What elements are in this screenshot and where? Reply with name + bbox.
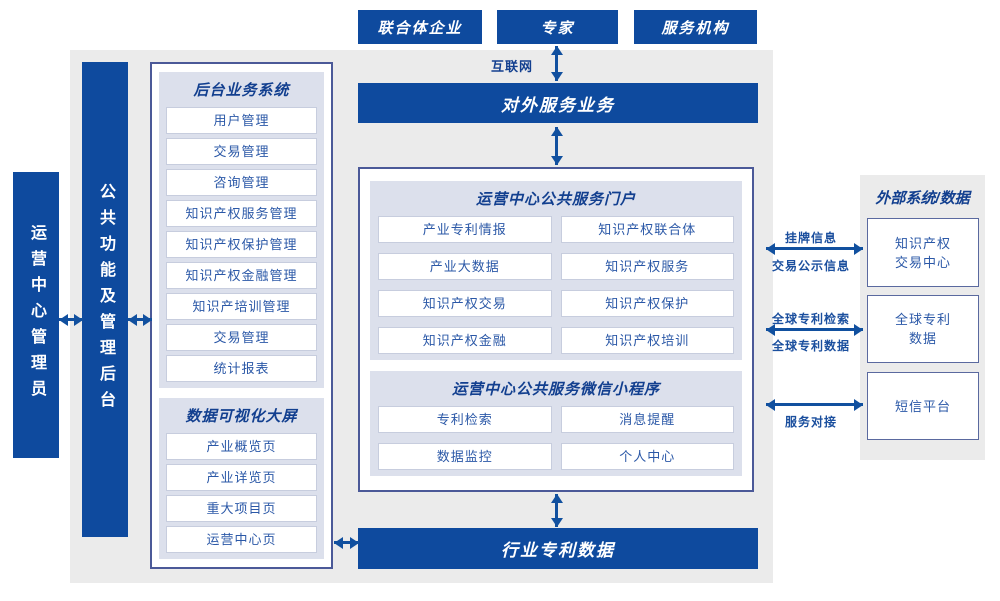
- miniapp-item-grid: 专利检索 消息提醒 数据监控 个人中心: [378, 406, 734, 470]
- backend-item: 知识产权金融管理: [166, 262, 317, 289]
- dashboard-item-list: 产业概览页 产业详览页 重大项目页 运营中心页: [166, 433, 317, 553]
- operator-admin-label: 运营中心管理员: [28, 224, 45, 406]
- double-arrow-icon: [550, 46, 563, 81]
- backend-item: 交易管理: [166, 324, 317, 351]
- double-arrow-icon: [766, 323, 863, 336]
- external-system-box: 全球专利 数据: [867, 295, 979, 363]
- actor-enterprise-label: 联合体企业: [377, 19, 463, 37]
- portal-item: 知识产权联合体: [560, 216, 734, 243]
- double-arrow-icon: [550, 127, 563, 165]
- external-system-box: 知识产权 交易中心: [867, 218, 979, 287]
- actor-box-enterprise: 联合体企业: [358, 10, 482, 44]
- external-system-box: 短信平台: [867, 372, 979, 440]
- backend-item: 用户管理: [166, 107, 317, 134]
- miniapp-item: 数据监控: [378, 443, 552, 470]
- backend-system-item-list: 用户管理 交易管理 咨询管理 知识产权服务管理 知识产权保护管理 知识产权金融管…: [166, 107, 317, 382]
- portal-title: 运营中心公共服务门户: [475, 191, 636, 208]
- miniapp-title: 运营中心公共服务微信小程序: [451, 381, 660, 398]
- dashboard-item: 产业概览页: [166, 433, 317, 460]
- backend-item: 统计报表: [166, 355, 317, 382]
- backend-item: 知识产权保护管理: [166, 231, 317, 258]
- double-arrow-icon: [766, 242, 863, 255]
- double-arrow-icon: [550, 494, 563, 527]
- portal-item: 产业大数据: [378, 253, 552, 280]
- miniapp-item: 消息提醒: [560, 406, 734, 433]
- backend-item: 咨询管理: [166, 169, 317, 196]
- dashboard-item: 重大项目页: [166, 495, 317, 522]
- portal-panel: 运营中心公共服务门户 产业专利情报 知识产权联合体 产业大数据 知识产权服务 知…: [358, 167, 754, 492]
- double-arrow-icon: [128, 313, 152, 326]
- link-label-listing-down: 交易公示信息: [771, 259, 850, 273]
- internet-label: 互联网: [490, 59, 533, 74]
- miniapp-item: 专利检索: [378, 406, 552, 433]
- double-arrow-icon: [766, 398, 863, 411]
- portal-section: 运营中心公共服务门户 产业专利情报 知识产权联合体 产业大数据 知识产权服务 知…: [370, 181, 742, 360]
- external-systems-title: 外部系统/数据: [875, 190, 970, 207]
- actor-box-agency: 服务机构: [634, 10, 757, 44]
- double-arrow-icon: [59, 313, 83, 326]
- industry-patent-data-label: 行业专利数据: [501, 541, 615, 560]
- link-label-global-data: 全球专利数据: [771, 339, 850, 353]
- backend-item: 知识产培训管理: [166, 293, 317, 320]
- double-arrow-icon: [334, 536, 359, 549]
- backend-system-section: 后台业务系统 用户管理 交易管理 咨询管理 知识产权服务管理 知识产权保护管理 …: [159, 72, 324, 388]
- dashboard-title: 数据可视化大屏: [185, 408, 298, 425]
- backend-panel: 后台业务系统 用户管理 交易管理 咨询管理 知识产权服务管理 知识产权保护管理 …: [150, 62, 333, 569]
- portal-item: 知识产权服务: [560, 253, 734, 280]
- backend-item: 知识产权服务管理: [166, 200, 317, 227]
- portal-item: 知识产权保护: [560, 290, 734, 317]
- miniapp-item: 个人中心: [560, 443, 734, 470]
- backend-system-title: 后台业务系统: [193, 82, 290, 99]
- operator-admin-bar: 运营中心管理员: [13, 172, 59, 458]
- portal-item: 知识产权培训: [560, 327, 734, 354]
- portal-item: 知识产权金融: [378, 327, 552, 354]
- public-admin-backend-label: 公共功能及管理后台: [97, 182, 114, 417]
- backend-item: 交易管理: [166, 138, 317, 165]
- portal-item-grid: 产业专利情报 知识产权联合体 产业大数据 知识产权服务 知识产权交易 知识产权保…: [378, 216, 734, 354]
- link-label-service-connect: 服务对接: [784, 415, 837, 429]
- external-service-bar: 对外服务业务: [358, 83, 758, 123]
- portal-item: 产业专利情报: [378, 216, 552, 243]
- actor-box-expert: 专家: [497, 10, 618, 44]
- link-label-listing-up: 挂牌信息: [784, 231, 837, 245]
- public-admin-backend-bar: 公共功能及管理后台: [82, 62, 128, 537]
- dashboard-section: 数据可视化大屏 产业概览页 产业详览页 重大项目页 运营中心页: [159, 398, 324, 559]
- portal-item: 知识产权交易: [378, 290, 552, 317]
- link-label-global-search: 全球专利检索: [771, 312, 850, 326]
- miniapp-section: 运营中心公共服务微信小程序 专利检索 消息提醒 数据监控 个人中心: [370, 371, 742, 476]
- actor-agency-label: 服务机构: [661, 19, 730, 37]
- dashboard-item: 产业详览页: [166, 464, 317, 491]
- external-service-label: 对外服务业务: [501, 95, 615, 115]
- dashboard-item: 运营中心页: [166, 526, 317, 553]
- actor-expert-label: 专家: [540, 19, 575, 37]
- industry-patent-data-bar: 行业专利数据: [358, 528, 758, 569]
